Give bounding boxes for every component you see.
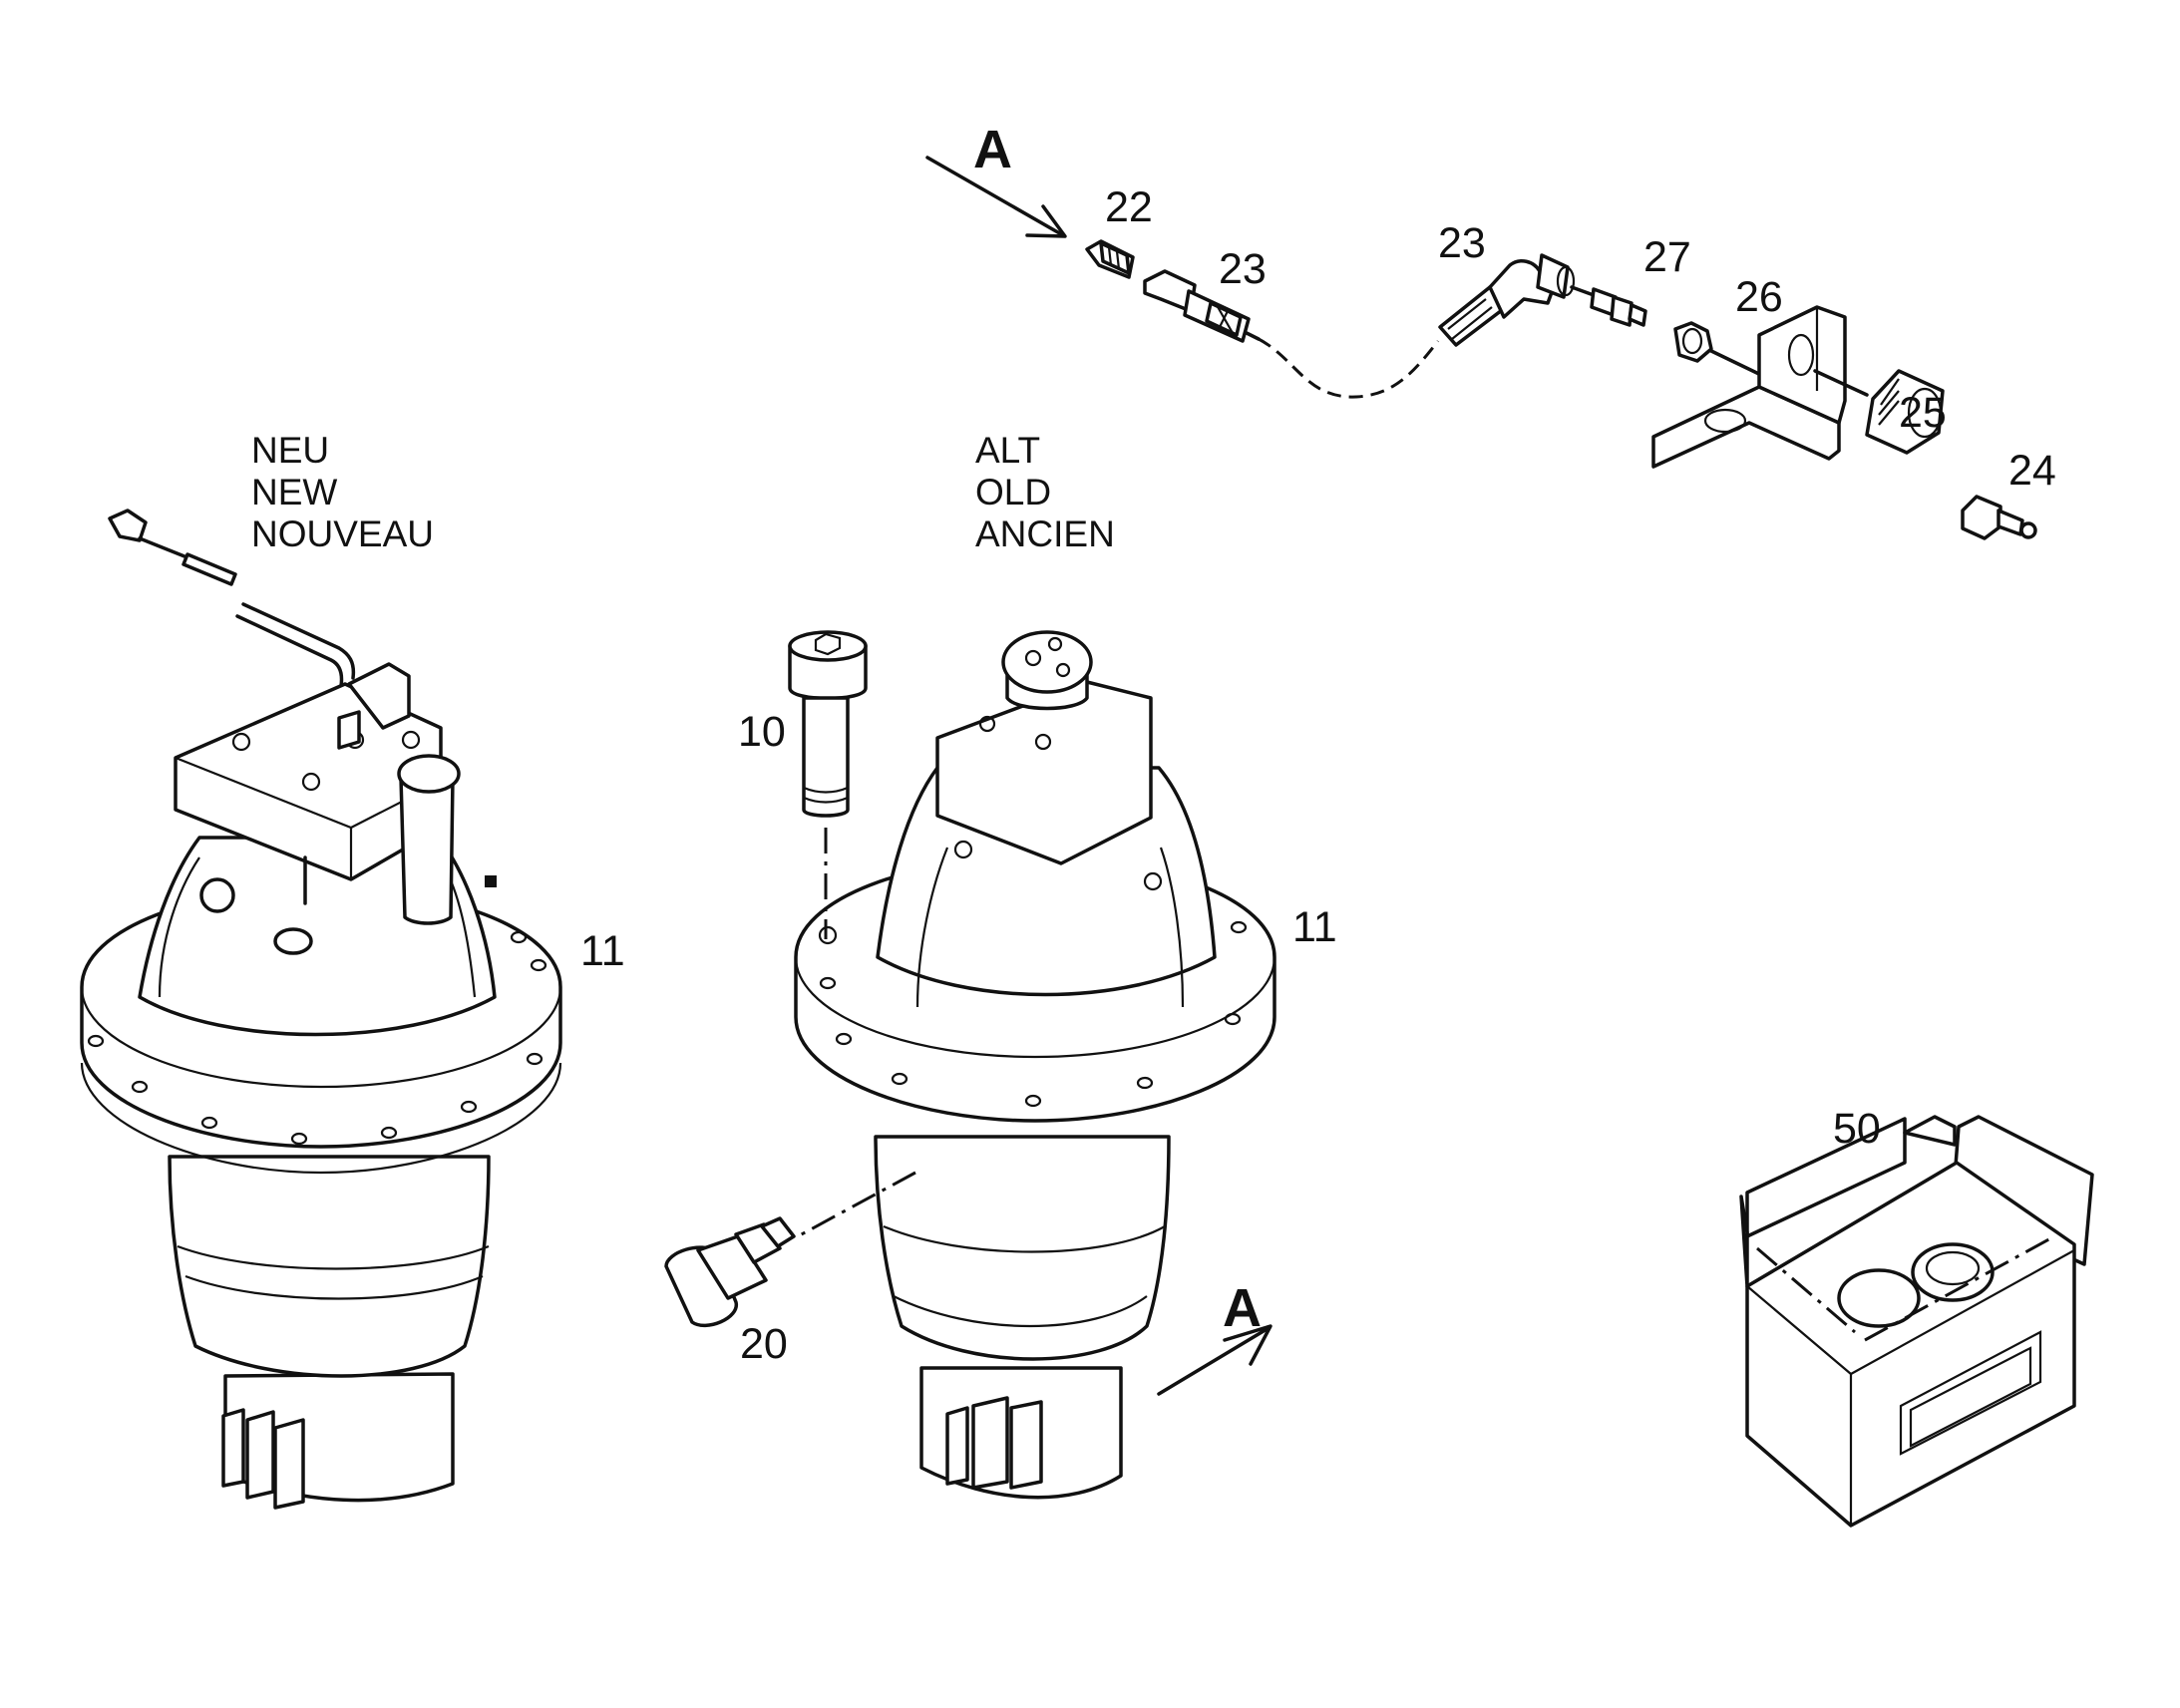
label-50: 50: [1833, 1105, 1881, 1153]
label-22: 22: [1105, 183, 1153, 231]
caption-old: ALT OLD ANCIEN: [975, 430, 1115, 554]
nipple-27: [1570, 285, 1647, 327]
label-27: 27: [1643, 233, 1691, 281]
flange-bolts-old: [819, 920, 1248, 1108]
label-23-left: 23: [1219, 245, 1267, 293]
grease-nipple-24: [1961, 495, 2037, 540]
arrow-a-top-label: A: [973, 120, 1012, 179]
label-11-old: 11: [1292, 903, 1337, 951]
label-10: 10: [738, 708, 786, 756]
caption-new-fr: NOUVEAU: [251, 513, 434, 554]
label-23-right: 23: [1438, 219, 1486, 267]
part-labels: A 22 23 23 27 26 25 24 10 11 11 20 A 50: [580, 120, 2056, 1368]
fitting-22: [1085, 239, 1135, 279]
gearbox-old: [664, 630, 1276, 1500]
caption-new-en: NEW: [251, 472, 337, 512]
caption-old-de: ALT: [975, 430, 1040, 471]
label-25: 25: [1899, 389, 1947, 437]
bushing-25: [1865, 369, 1945, 455]
hose-end-23-right: [1438, 253, 1576, 347]
caption-new: NEU NEW NOUVEAU: [251, 430, 434, 554]
bracket: [1651, 305, 1869, 469]
caption-new-de: NEU: [251, 430, 329, 471]
box-50: [1739, 1115, 2094, 1528]
hose-end-23-left: [1143, 269, 1261, 343]
label-26: 26: [1735, 273, 1783, 321]
label-20: 20: [740, 1320, 788, 1368]
caption-old-fr: ANCIEN: [975, 513, 1115, 554]
hose-assembly: [925, 156, 2037, 540]
flange-bolts-new: [87, 930, 547, 1146]
gearbox-new: [80, 509, 562, 1510]
nut-26: [1673, 321, 1767, 379]
bolt-10: [788, 630, 868, 939]
caption-old-en: OLD: [975, 472, 1051, 512]
label-11-new: 11: [580, 927, 625, 975]
label-24: 24: [2008, 447, 2056, 495]
plug-20: [664, 1171, 916, 1328]
arrow-a-bottom-label: A: [1223, 1278, 1262, 1338]
